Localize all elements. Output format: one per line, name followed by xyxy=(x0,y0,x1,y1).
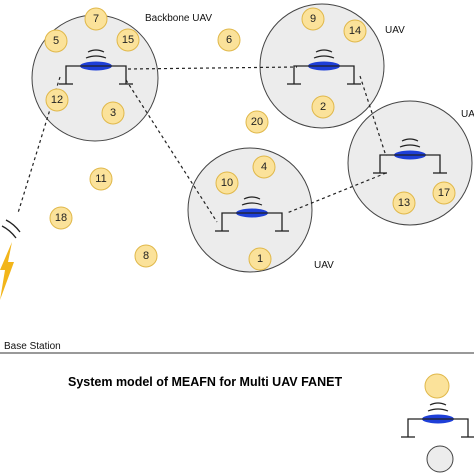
node-label: 20 xyxy=(251,116,263,128)
node-2: 2 xyxy=(311,95,335,119)
node-15: 15 xyxy=(116,28,140,52)
node-10: 10 xyxy=(215,171,239,195)
node-label: 8 xyxy=(143,250,149,262)
node-1: 1 xyxy=(248,247,272,271)
node-4: 4 xyxy=(252,155,276,179)
uav-right-icon xyxy=(373,138,447,174)
node-label: 9 xyxy=(310,13,316,25)
node-17: 17 xyxy=(432,181,456,205)
node-9: 9 xyxy=(301,7,325,31)
node-label: 6 xyxy=(226,34,232,46)
node-label: 17 xyxy=(438,187,450,199)
base-station-label: Base Station xyxy=(4,341,61,352)
legend-uav-icon xyxy=(401,402,474,438)
backbone-uav-label: Backbone UAV xyxy=(145,13,212,24)
uav-bottom-label: UAV xyxy=(314,260,334,271)
legend-node-icon xyxy=(424,373,450,399)
node-label: 12 xyxy=(51,94,63,106)
legend xyxy=(401,373,474,473)
node-label: 10 xyxy=(221,177,233,189)
legend-uav-drone-icon xyxy=(401,402,474,438)
node-label: 13 xyxy=(398,197,410,209)
node-label: 3 xyxy=(110,107,116,119)
node-8: 8 xyxy=(134,244,158,268)
node-18: 18 xyxy=(49,206,73,230)
node-20: 20 xyxy=(245,110,269,134)
node-12: 12 xyxy=(45,88,69,112)
uav-top-right-label: UAV xyxy=(385,25,405,36)
diagram-caption: System model of MEAFN for Multi UAV FANE… xyxy=(68,375,342,389)
node-3: 3 xyxy=(101,101,125,125)
node-label: 11 xyxy=(95,173,106,185)
link-topright-right xyxy=(359,75,387,157)
node-11: 11 xyxy=(89,167,113,191)
node-label: 7 xyxy=(93,13,99,25)
node-label: 18 xyxy=(55,212,67,224)
node-14: 14 xyxy=(343,19,367,43)
uav-bottom-icon xyxy=(215,196,289,232)
uav-backbone-icon xyxy=(59,49,133,85)
legend-cluster-icon xyxy=(426,445,454,473)
node-label: 4 xyxy=(261,161,267,173)
node-5: 5 xyxy=(44,29,68,53)
link-backbone-topright xyxy=(127,66,298,70)
uav-right-label: UAV xyxy=(461,109,474,120)
node-7: 7 xyxy=(84,7,108,31)
uav-top-right-icon xyxy=(287,49,361,85)
node-label: 5 xyxy=(53,35,59,47)
links xyxy=(17,66,387,223)
node-label: 15 xyxy=(122,34,134,46)
node-label: 14 xyxy=(349,25,361,37)
node-label: 1 xyxy=(257,253,263,265)
node-6: 6 xyxy=(217,28,241,52)
node-label: 2 xyxy=(320,101,326,113)
link-backbone-bottom xyxy=(125,79,218,223)
node-13: 13 xyxy=(392,191,416,215)
base-station-icon xyxy=(0,219,21,300)
